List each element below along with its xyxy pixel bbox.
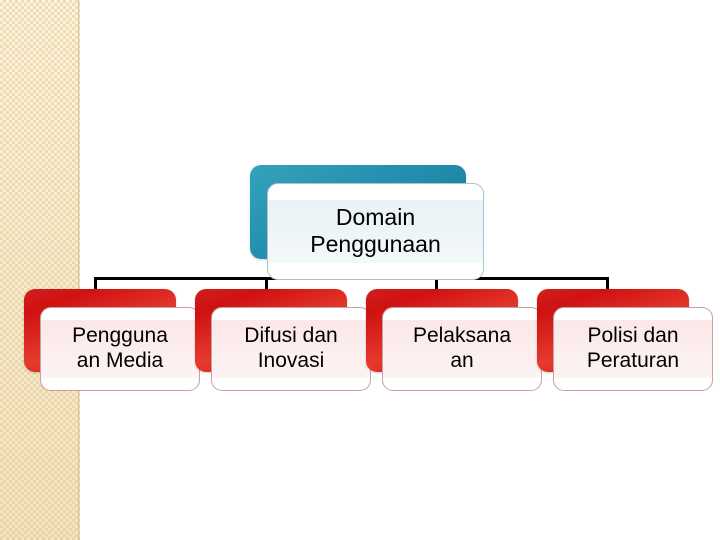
node-label: Domain Penggunaan	[268, 199, 483, 264]
connector-drop-3	[435, 277, 438, 293]
node-front-plate: Difusi dan Inovasi	[211, 307, 371, 391]
node-penggunaan-media[interactable]: Pengguna an Media	[24, 289, 200, 391]
node-front-plate: Pelaksana an	[382, 307, 542, 391]
connector-drop-2	[265, 277, 268, 293]
node-label: Pelaksana an	[383, 319, 541, 379]
node-pelaksanaan[interactable]: Pelaksana an	[366, 289, 542, 391]
node-label: Pengguna an Media	[41, 319, 199, 379]
node-domain-penggunaan[interactable]: Domain Penggunaan	[250, 165, 490, 280]
node-label: Polisi dan Peraturan	[554, 319, 712, 379]
connector-drop-4	[606, 277, 609, 293]
decorative-side-strip	[0, 0, 80, 540]
node-label: Difusi dan Inovasi	[212, 319, 370, 379]
connector-drop-1	[94, 277, 97, 293]
node-difusi-dan-inovasi[interactable]: Difusi dan Inovasi	[195, 289, 371, 391]
side-strip-edge	[78, 0, 80, 540]
node-polisi-dan-peraturan[interactable]: Polisi dan Peraturan	[537, 289, 713, 391]
node-front-plate: Pengguna an Media	[40, 307, 200, 391]
node-front-plate: Domain Penggunaan	[267, 183, 484, 280]
node-front-plate: Polisi dan Peraturan	[553, 307, 713, 391]
